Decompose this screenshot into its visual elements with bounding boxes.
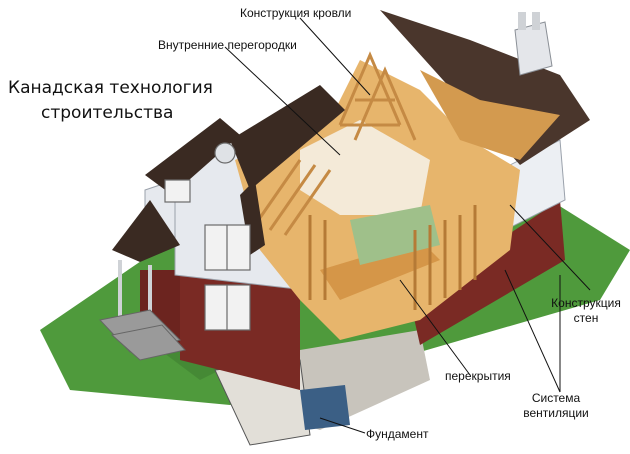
brick-wall-right [410, 200, 565, 345]
wall-structure-label: Конструкция стен [548, 296, 624, 326]
gable-round-window [214, 142, 236, 164]
foundation-pit [300, 385, 350, 430]
floors-label: перекрытия [445, 369, 511, 383]
porch-steps [99, 309, 186, 361]
leader-lines [224, 17, 591, 434]
porch-roof [112, 200, 180, 262]
wall-structure-label-line-2: стен [573, 311, 599, 325]
wall-structure-label-line-1: Конструкция [551, 296, 621, 310]
wall-studs [308, 205, 477, 310]
interior-lower-room [350, 205, 440, 265]
windows [164, 179, 251, 331]
chimney [514, 12, 553, 76]
diagram-title: Канадская технология строительства [8, 76, 213, 126]
roof-trusses [253, 51, 417, 236]
foundation-label: Фундамент [366, 427, 429, 441]
interior-floor-plate [320, 240, 440, 300]
roof-structure-label: Конструкция кровли [240, 6, 352, 20]
roof-side-lower [240, 180, 265, 255]
title-line-1: Канадская технология [8, 78, 213, 98]
ventilation-label: Система вентиляции [506, 391, 606, 421]
ventilation-label-line-1: Система [531, 391, 581, 405]
roof-osb-sheathing [420, 70, 560, 160]
roof-front-gable [145, 118, 240, 195]
title-line-2: строительства [41, 103, 174, 123]
interior-upper-room [300, 120, 430, 215]
roof-front-main [230, 85, 345, 190]
interior-partitions-label: Внутренние перегородки [158, 38, 297, 52]
ventilation-label-line-2: вентиляции [523, 406, 589, 420]
